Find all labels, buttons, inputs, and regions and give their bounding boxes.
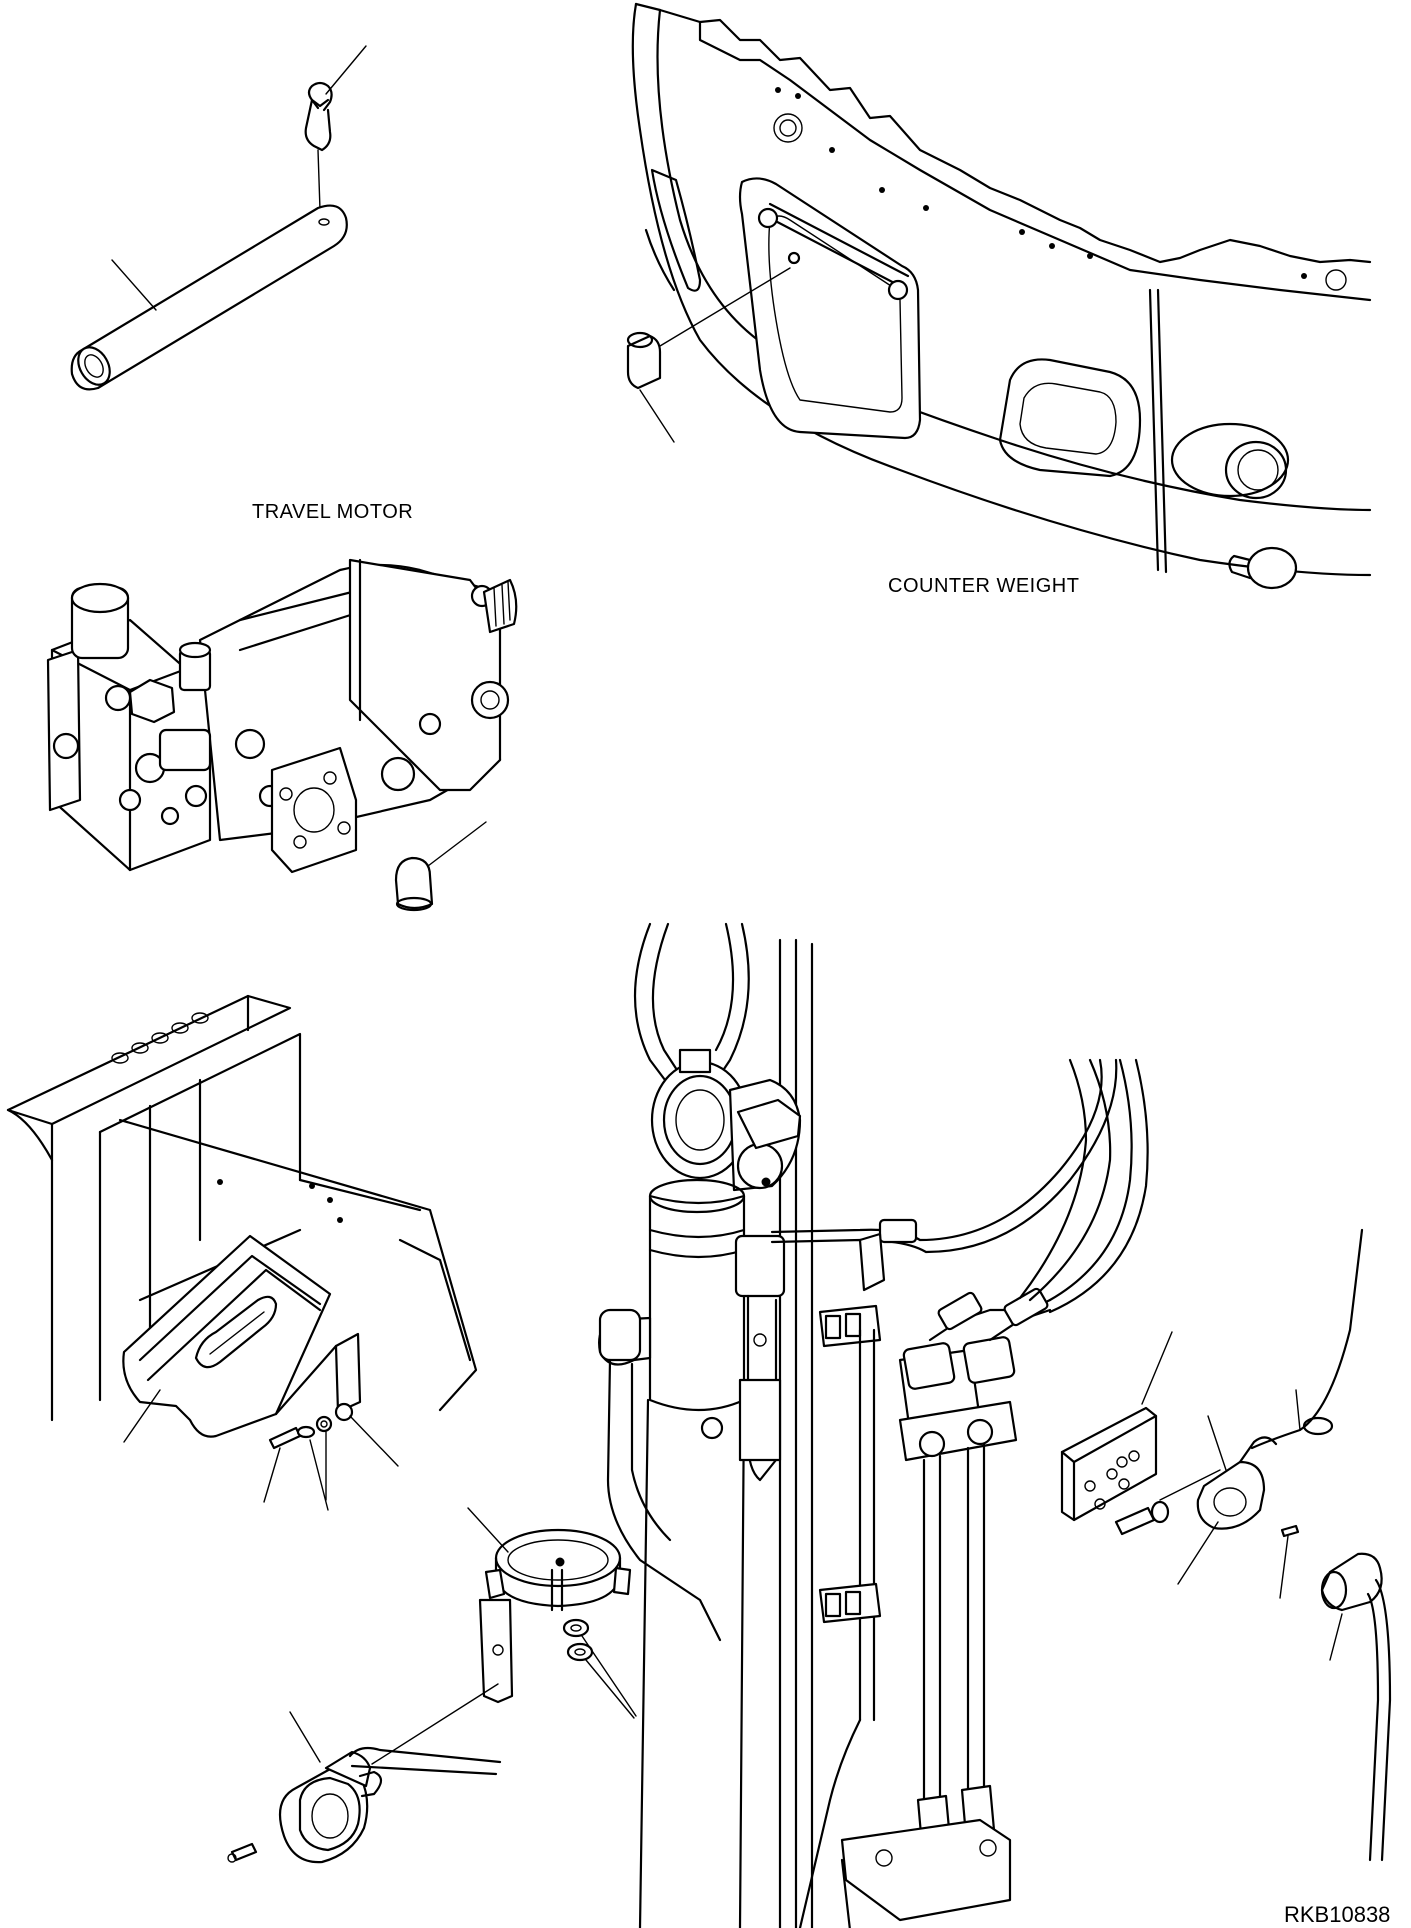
horn-clamp xyxy=(227,1507,637,1864)
counter-weight-plug xyxy=(626,334,662,390)
drawing-code: RKB10838 xyxy=(1284,1902,1390,1927)
counter-weight: COUNTER WEIGHT xyxy=(626,2,1372,597)
motor-cap xyxy=(394,856,434,910)
travel-motor-label: TRAVEL MOTOR xyxy=(252,501,413,523)
connector-plug xyxy=(1320,1552,1383,1612)
pin xyxy=(70,204,348,391)
horn-unit xyxy=(1196,1460,1266,1530)
travel-motor: TRAVEL MOTOR xyxy=(46,501,518,912)
mounting-plate xyxy=(1060,1406,1158,1522)
frame-bracket xyxy=(6,994,478,1511)
linch-pin xyxy=(304,81,333,152)
boom-cylinder: RKB10838 xyxy=(598,922,1392,1928)
counter-weight-cutout xyxy=(738,177,922,440)
counter-weight-label: COUNTER WEIGHT xyxy=(888,575,1079,597)
pin-assembly xyxy=(70,45,367,391)
